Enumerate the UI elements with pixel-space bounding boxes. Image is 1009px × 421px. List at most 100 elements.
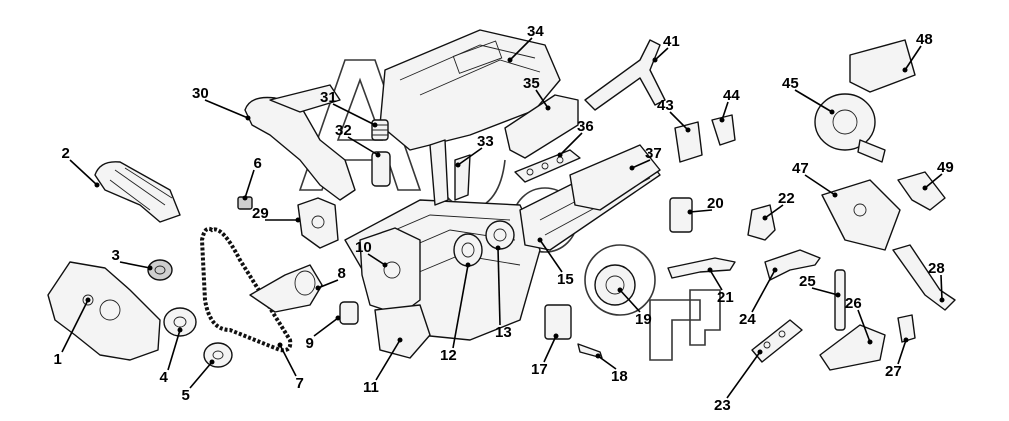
leader-dot-48 <box>902 67 908 73</box>
leader-dot-20 <box>687 209 693 215</box>
leader-line-45 <box>794 89 833 113</box>
leader-dot-44 <box>719 117 725 123</box>
callout-36: 36 <box>577 118 594 135</box>
leader-dot-15 <box>537 237 543 243</box>
leader-line-17 <box>543 335 557 363</box>
leader-line-9 <box>313 317 339 337</box>
leader-line-30 <box>204 99 249 119</box>
callout-24: 24 <box>739 311 756 328</box>
leader-line-49 <box>924 173 943 189</box>
part-heatshield-48 <box>849 39 916 93</box>
leader-dot-33 <box>455 162 461 168</box>
leader-dot-22 <box>762 215 768 221</box>
leader-line-18 <box>597 355 617 370</box>
part-sensor-20 <box>669 197 693 233</box>
callout-25: 25 <box>799 273 816 290</box>
part-rod-25 <box>834 269 846 331</box>
leader-dot-30 <box>245 115 251 121</box>
part-timing-belt <box>199 226 293 353</box>
leader-line-7 <box>279 344 297 377</box>
callout-7: 7 <box>296 375 304 392</box>
callout-41: 41 <box>663 33 680 50</box>
callout-32: 32 <box>335 122 352 139</box>
callout-15: 15 <box>557 271 574 288</box>
leader-line-10 <box>367 253 386 266</box>
part-pulley-13 <box>485 220 515 250</box>
leader-dot-9 <box>335 315 341 321</box>
callout-26: 26 <box>845 295 862 312</box>
callout-10: 10 <box>355 239 372 256</box>
leader-line-19 <box>619 289 641 313</box>
leader-line-1 <box>61 299 89 353</box>
leader-dot-13 <box>495 245 501 251</box>
leader-line-2 <box>69 159 98 186</box>
leader-line-47 <box>804 174 836 196</box>
part-oil-filter <box>339 301 359 325</box>
leader-dot-17 <box>553 333 559 339</box>
leader-dot-6 <box>242 195 248 201</box>
part-intake-pipe <box>244 84 356 201</box>
callout-5: 5 <box>182 387 190 404</box>
leader-dot-7 <box>277 342 283 348</box>
part-gasket <box>514 149 581 183</box>
leader-line-26 <box>857 309 871 343</box>
callout-35: 35 <box>523 75 540 92</box>
part-tube-21 <box>667 257 736 279</box>
leader-dot-5 <box>209 359 215 365</box>
leader-dot-2 <box>94 182 100 188</box>
leader-dot-27 <box>903 337 909 343</box>
part-cylinder <box>371 151 391 187</box>
callout-11: 11 <box>363 379 379 396</box>
part-mount-bracket <box>374 304 431 359</box>
callout-45: 45 <box>782 75 799 92</box>
leader-dot-11 <box>397 337 403 343</box>
leader-line-24 <box>751 269 776 313</box>
callout-9: 9 <box>306 335 314 352</box>
part-hose-41 <box>584 39 666 111</box>
leader-line-31 <box>332 103 376 126</box>
leader-dot-32 <box>375 152 381 158</box>
callout-44: 44 <box>723 87 740 104</box>
part-valve-cover <box>504 94 579 159</box>
leader-dot-19 <box>617 287 623 293</box>
part-cam-gear <box>163 307 197 337</box>
leader-dot-37 <box>629 165 635 171</box>
callout-4: 4 <box>160 369 169 386</box>
leader-dot-47 <box>832 192 838 198</box>
callout-13: 13 <box>495 324 512 341</box>
leader-dot-24 <box>772 267 778 273</box>
part-pulley-12 <box>453 233 483 267</box>
leader-line-41 <box>654 47 669 61</box>
leader-dot-49 <box>922 185 928 191</box>
leader-line-32 <box>347 136 379 156</box>
callout-31: 31 <box>320 89 337 106</box>
leader-line-8 <box>317 279 339 289</box>
leader-line-4 <box>167 329 181 371</box>
leader-line-23 <box>726 351 761 399</box>
leader-line-33 <box>457 147 483 166</box>
callout-22: 22 <box>778 190 795 207</box>
leader-dot-8 <box>315 285 321 291</box>
leader-line-44 <box>721 101 729 121</box>
leader-dot-18 <box>595 353 601 359</box>
callout-6: 6 <box>254 155 262 172</box>
part-crank-gear <box>203 342 233 368</box>
part-water-pump <box>297 197 339 249</box>
callout-12: 12 <box>440 347 457 364</box>
callout-2: 2 <box>62 145 70 162</box>
callout-17: 17 <box>531 361 548 378</box>
leader-line-12 <box>452 264 469 349</box>
part-sensor-43 <box>674 121 703 163</box>
callout-37: 37 <box>645 145 662 162</box>
part-injector <box>429 139 471 206</box>
callout-47: 47 <box>792 160 809 177</box>
leader-line-21 <box>709 269 723 291</box>
leader-line-25 <box>811 287 839 296</box>
callout-20: 20 <box>707 195 724 212</box>
leader-dot-4 <box>177 327 183 333</box>
part-oil-pump <box>249 264 323 313</box>
part-manifold <box>569 144 661 211</box>
leader-line-36 <box>559 132 583 156</box>
callout-34: 34 <box>527 23 544 40</box>
part-small-pulley <box>147 259 173 281</box>
